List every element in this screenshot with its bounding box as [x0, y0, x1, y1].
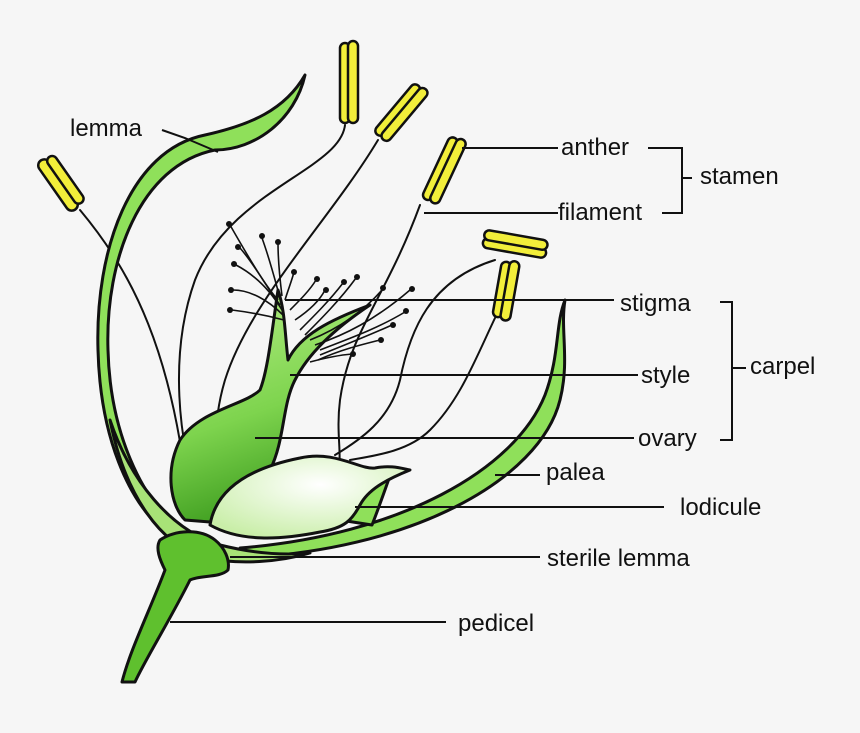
label-lemma: lemma	[70, 115, 143, 142]
label-stamen: stamen	[700, 163, 779, 190]
pedicel-stem	[120, 530, 230, 684]
anther-5	[481, 229, 549, 259]
label-ovary: ovary	[638, 425, 697, 452]
label-palea: palea	[546, 459, 605, 486]
sterile-lemma	[108, 418, 312, 564]
filament-6	[349, 317, 496, 461]
leader-lemma	[161, 129, 219, 153]
anther-6	[491, 259, 521, 322]
label-lodicule: lodicule	[680, 494, 761, 521]
label-stigma: stigma	[620, 290, 691, 317]
bracket-stamen	[648, 147, 683, 214]
anther-4	[421, 136, 467, 205]
filament-4	[334, 204, 421, 481]
label-pedicel: pedicel	[458, 610, 534, 637]
leader-lines	[161, 129, 746, 623]
label-anther: anther	[561, 134, 629, 161]
bracket-carpel	[720, 301, 733, 441]
label-filament: filament	[558, 199, 642, 226]
labels: lemma anther filament stamen stigma styl…	[70, 115, 815, 637]
anther-3	[374, 83, 429, 143]
filament-5	[334, 259, 496, 456]
anthers	[36, 39, 549, 322]
anther-2	[338, 39, 360, 125]
label-style: style	[641, 362, 690, 389]
lodicule-body	[208, 454, 412, 540]
anther-1	[36, 154, 85, 212]
label-carpel: carpel	[750, 353, 815, 380]
label-sterile-lemma: sterile lemma	[547, 545, 690, 572]
